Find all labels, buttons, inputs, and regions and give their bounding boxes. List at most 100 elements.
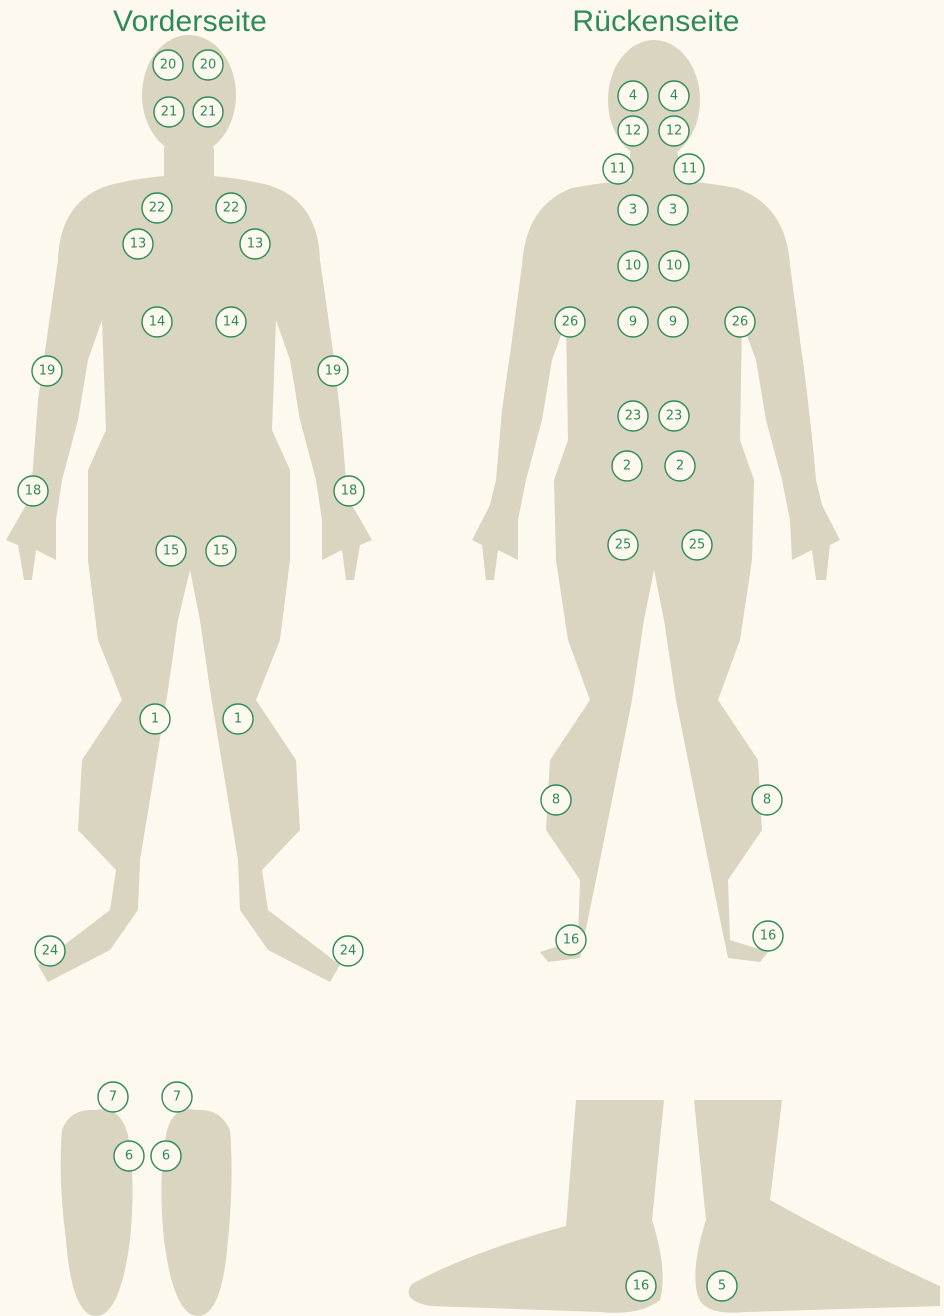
acupoint-marker: 10 [659, 251, 689, 281]
acupoint-label: 23 [666, 409, 683, 424]
acupoint-marker: 13 [123, 229, 153, 259]
acupoint-marker: 23 [618, 401, 648, 431]
acupoint-marker: 3 [618, 195, 648, 225]
acupoint-label: 18 [25, 484, 42, 499]
acupoint-marker: 19 [318, 356, 348, 386]
acupoint-label: 4 [629, 89, 637, 104]
acupoint-marker: 26 [555, 307, 585, 337]
acupoint-marker: 14 [216, 307, 246, 337]
acupoint-marker: 7 [98, 1082, 128, 1112]
acupoint-label: 22 [149, 201, 166, 216]
acupoint-marker: 14 [142, 307, 172, 337]
acupoint-label: 5 [718, 1279, 726, 1294]
side-foot-points: 16 5 [626, 1271, 737, 1301]
acupoint-label: 16 [633, 1279, 650, 1294]
acupoint-label: 8 [552, 793, 560, 808]
acupoint-label: 15 [163, 544, 180, 559]
acupoint-label: 24 [340, 944, 357, 959]
acupoint-marker: 22 [142, 193, 172, 223]
acupoint-marker: 4 [618, 81, 648, 111]
acupoint-marker: 18 [334, 476, 364, 506]
acupoint-label: 3 [669, 203, 677, 218]
acupoint-marker: 9 [658, 307, 688, 337]
acupoint-marker: 16 [753, 921, 783, 951]
acupoint-label: 2 [676, 459, 684, 474]
acupoint-marker: 25 [682, 530, 712, 560]
acupoint-label: 12 [625, 124, 642, 139]
acupoint-marker: 24 [333, 936, 363, 966]
acupoint-label: 11 [681, 162, 698, 177]
acupoint-marker: 2 [665, 451, 695, 481]
acupoint-marker: 11 [674, 154, 704, 184]
acupoint-marker: 15 [156, 536, 186, 566]
acupoint-label: 9 [629, 315, 637, 330]
acupoint-label: 21 [161, 105, 178, 120]
acupoint-marker: 24 [35, 936, 65, 966]
acupoint-marker: 26 [725, 307, 755, 337]
acupoint-marker: 19 [32, 356, 62, 386]
acupoint-marker: 4 [659, 81, 689, 111]
acupoint-marker: 7 [162, 1082, 192, 1112]
acupoint-label: 10 [625, 259, 642, 274]
acupoint-marker: 21 [193, 97, 223, 127]
acupoint-label: 25 [689, 538, 706, 553]
acupoint-marker: 6 [114, 1141, 144, 1171]
acupoint-marker: 5 [707, 1271, 737, 1301]
acupoint-marker: 1 [140, 704, 170, 734]
acupoint-marker: 20 [153, 50, 183, 80]
acupoint-marker: 8 [541, 785, 571, 815]
acupoint-marker: 12 [618, 116, 648, 146]
acupoint-marker: 20 [193, 50, 223, 80]
feet-side-silhouette [409, 1100, 940, 1313]
acupoint-label: 9 [669, 315, 677, 330]
acupoint-marker: 9 [618, 307, 648, 337]
acupoint-label: 6 [125, 1149, 133, 1164]
acupoint-label: 26 [732, 315, 749, 330]
acupoint-label: 25 [615, 538, 632, 553]
acupoint-label: 18 [341, 484, 358, 499]
acupoint-label: 2 [623, 459, 631, 474]
acupoint-marker: 1 [223, 704, 253, 734]
acupoint-marker: 6 [151, 1141, 181, 1171]
acupoint-label: 24 [42, 944, 59, 959]
acupoint-label: 6 [162, 1149, 170, 1164]
acupoint-marker: 3 [658, 195, 688, 225]
acupoint-marker: 11 [603, 154, 633, 184]
acupoint-label: 1 [151, 712, 159, 727]
acupoint-label: 13 [247, 237, 264, 252]
back-body-silhouette [472, 40, 840, 962]
acupoint-label: 14 [223, 315, 240, 330]
acupoint-label: 16 [563, 933, 580, 948]
acupoint-label: 1 [234, 712, 242, 727]
acupoint-marker: 12 [659, 116, 689, 146]
acupoint-label: 3 [629, 203, 637, 218]
acupoint-marker: 25 [608, 530, 638, 560]
acupoint-label: 15 [213, 544, 230, 559]
acupoint-label: 19 [325, 364, 342, 379]
acupoint-label: 13 [130, 237, 147, 252]
acupoint-label: 20 [200, 58, 217, 73]
acupoint-label: 23 [625, 409, 642, 424]
acupoint-marker: 10 [618, 251, 648, 281]
acupoint-label: 7 [109, 1090, 117, 1105]
acupoint-marker: 23 [659, 401, 689, 431]
acupoint-label: 14 [149, 315, 166, 330]
acupoint-label: 7 [173, 1090, 181, 1105]
acupoint-marker: 13 [240, 229, 270, 259]
acupoint-marker: 8 [752, 785, 782, 815]
acupoint-label: 26 [562, 315, 579, 330]
acupoint-label: 20 [160, 58, 177, 73]
acupoint-label: 12 [666, 124, 683, 139]
acupoint-marker: 22 [216, 193, 246, 223]
acupoint-marker: 16 [556, 925, 586, 955]
acupoint-marker: 15 [206, 536, 236, 566]
front-body-silhouette [6, 35, 372, 982]
acupoint-label: 11 [610, 162, 627, 177]
acupoint-marker: 2 [612, 451, 642, 481]
acupoint-label: 4 [670, 89, 678, 104]
soles-silhouette [61, 1109, 232, 1316]
acupoint-label: 22 [223, 201, 240, 216]
acupoint-marker: 21 [154, 97, 184, 127]
